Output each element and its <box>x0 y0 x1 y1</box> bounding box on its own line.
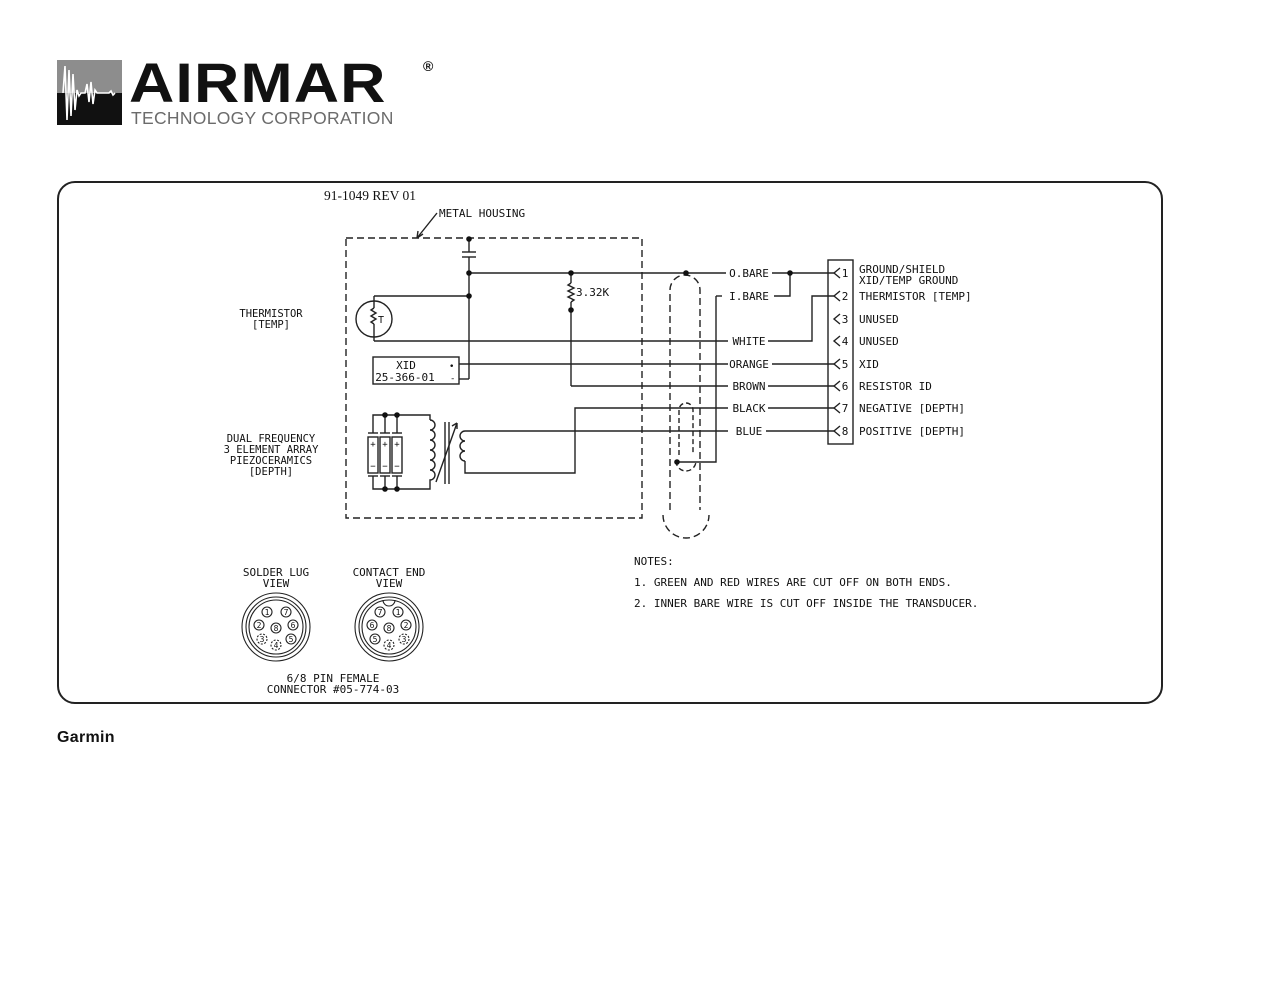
connector-caption-1: 6/8 PIN FEMALE <box>287 672 380 685</box>
wire-label-brown: BROWN <box>732 380 765 393</box>
pin-desc-6: RESISTOR ID <box>859 380 932 393</box>
xid-part-number: 25-366-01 <box>375 371 435 384</box>
pin-desc-5: XID <box>859 358 879 371</box>
svg-text:3: 3 <box>260 635 265 644</box>
svg-text:7: 7 <box>284 608 289 617</box>
svg-text:−: − <box>382 462 388 472</box>
svg-text:6: 6 <box>291 621 296 630</box>
note-2: 2. INNER BARE WIRE IS CUT OFF INSIDE THE… <box>634 597 978 610</box>
resistor-value: 3.32K <box>576 286 609 299</box>
svg-text:2: 2 <box>257 621 262 630</box>
svg-text:8: 8 <box>274 624 279 633</box>
svg-text:6: 6 <box>370 621 375 630</box>
metal-housing-outline <box>345 237 643 519</box>
svg-text:+: + <box>382 440 388 450</box>
thermistor-symbol: T <box>378 315 384 326</box>
sonar-waveform-icon <box>57 60 122 125</box>
svg-text:1: 1 <box>396 608 401 617</box>
pin-number-8: 8 <box>842 425 849 438</box>
array-label-3: PIEZOCERAMICS <box>230 455 312 467</box>
solder-view-label-2: VIEW <box>263 577 290 590</box>
svg-text:5: 5 <box>373 635 378 644</box>
doc-number: 91-1049 REV 01 <box>324 188 416 203</box>
pin-number-4: 4 <box>842 335 849 348</box>
pin-number-7: 7 <box>842 402 849 415</box>
solder-view-label-1: SOLDER LUG <box>243 566 309 579</box>
pin-number-6: 6 <box>842 380 849 393</box>
xid-plus: • <box>449 362 454 372</box>
airmar-logo: AIRMAR ® TECHNOLOGY CORPORATION <box>57 51 447 128</box>
svg-text:2: 2 <box>404 621 409 630</box>
connector-caption-2: CONNECTOR #05-774-03 <box>267 683 399 696</box>
wire-label-obare: O.BARE <box>729 267 769 280</box>
logo-subtitle: TECHNOLOGY CORPORATION <box>131 108 394 128</box>
contact-view-label-1: CONTACT END <box>353 566 426 579</box>
logo-wordmark: AIRMAR <box>129 51 387 114</box>
pin-number-1: 1 <box>842 267 849 280</box>
array-label-4: [DEPTH] <box>249 466 293 478</box>
svg-text:4: 4 <box>387 641 392 650</box>
contact-view-label-2: VIEW <box>376 577 403 590</box>
wire-label-ibare: I.BARE <box>729 290 769 303</box>
pin-desc-7: NEGATIVE [DEPTH] <box>859 402 965 415</box>
thermistor-label-2: [TEMP] <box>252 319 290 331</box>
pin-desc-8: POSITIVE [DEPTH] <box>859 425 965 438</box>
pin-desc-4: UNUSED <box>859 335 899 348</box>
svg-text:5: 5 <box>289 635 294 644</box>
metal-housing-label: METAL HOUSING <box>439 207 525 220</box>
svg-text:4: 4 <box>274 641 279 650</box>
pin-number-3: 3 <box>842 313 849 326</box>
contact-end-view-icon: 7 1 6 8 2 54 3 <box>354 592 424 662</box>
wire-label-white: WHITE <box>732 335 765 348</box>
svg-text:3: 3 <box>402 635 407 644</box>
notes-title: NOTES: <box>634 555 674 568</box>
wire-label-blue: BLUE <box>736 425 763 438</box>
note-1: 1. GREEN AND RED WIRES ARE CUT OFF ON BO… <box>634 576 952 589</box>
array-label-1: DUAL FREQUENCY <box>227 433 316 445</box>
svg-text:7: 7 <box>378 608 383 617</box>
thermistor-label-1: THERMISTOR <box>239 308 303 320</box>
xid-label: XID <box>396 359 416 372</box>
wire-label-orange: ORANGE <box>729 358 769 371</box>
solder-lug-view-icon: 1 7 2 8 6 34 5 <box>241 592 311 662</box>
array-label-2: 3 ELEMENT ARRAY <box>224 444 320 456</box>
diagram-frame <box>57 181 1163 704</box>
pin-number-5: 5 <box>842 358 849 371</box>
pin-number-2: 2 <box>842 290 849 303</box>
brand-label: Garmin <box>57 729 115 746</box>
pin-desc-1: GROUND/SHIELD <box>859 263 945 276</box>
registered-mark: ® <box>423 58 434 74</box>
svg-text:+: + <box>370 440 376 450</box>
pin-desc-2: THERMISTOR [TEMP] <box>859 290 972 303</box>
svg-text:−: − <box>370 462 376 472</box>
xid-minus: - <box>450 374 455 384</box>
pin-desc-3: UNUSED <box>859 313 899 326</box>
pin-desc-1b: XID/TEMP GROUND <box>859 274 958 287</box>
svg-text:−: − <box>394 462 400 472</box>
svg-text:+: + <box>394 440 400 450</box>
svg-text:1: 1 <box>265 608 270 617</box>
svg-text:8: 8 <box>387 624 392 633</box>
wire-label-black: BLACK <box>732 402 765 415</box>
